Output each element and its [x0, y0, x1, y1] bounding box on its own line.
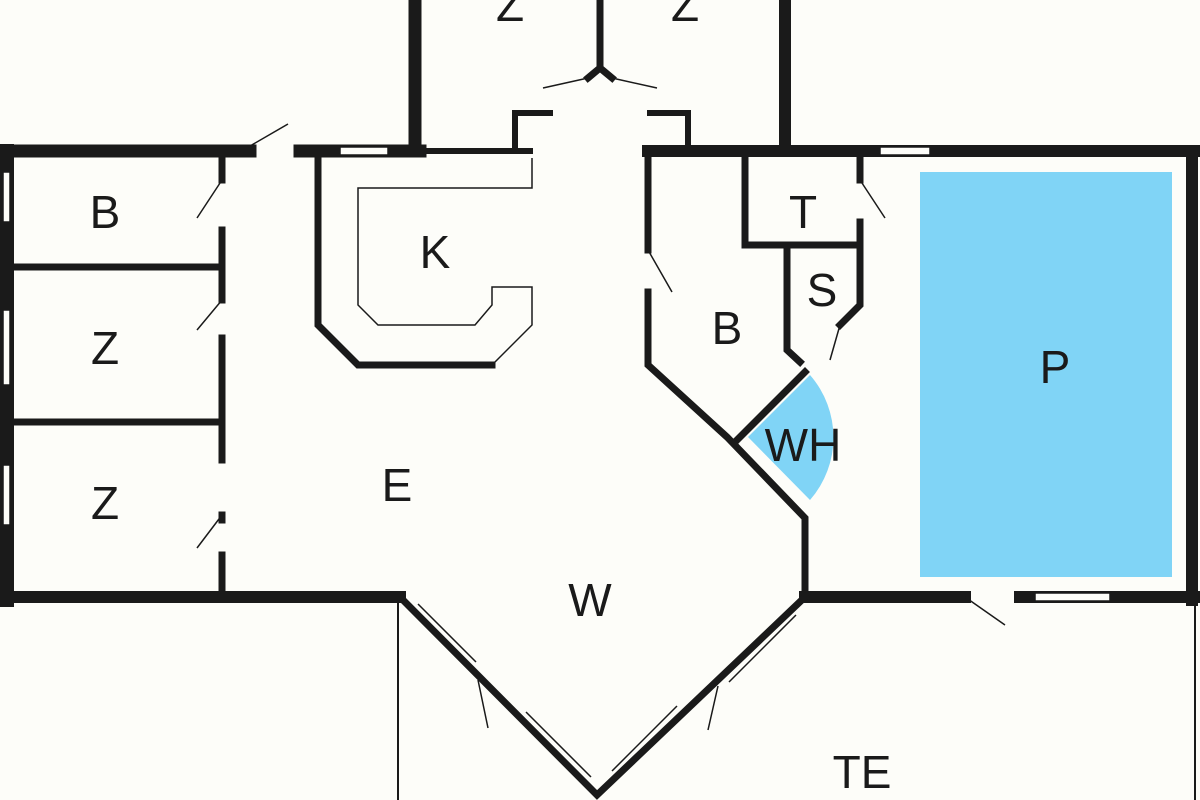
door-swings	[196, 77, 1006, 731]
room-label-z: Z	[90, 477, 120, 529]
room-label-z: Z	[670, 0, 700, 31]
room-label-z: Z	[90, 322, 120, 374]
room-label-b: B	[711, 302, 743, 354]
room-label-s: S	[806, 264, 838, 316]
counters	[357, 158, 533, 366]
room-label-p: P	[1039, 341, 1071, 393]
room-label-z: Z	[495, 0, 525, 31]
windows	[2, 146, 1111, 784]
room-label-t: T	[788, 186, 818, 238]
room-label-w: W	[568, 574, 612, 626]
room-label-e: E	[381, 459, 413, 511]
room-label-b: B	[89, 186, 121, 238]
whirlpool	[748, 375, 834, 500]
room-label-wh: WH	[764, 419, 842, 471]
pool	[920, 172, 1172, 577]
room-label-k: K	[419, 226, 451, 278]
room-label-te: TE	[832, 746, 892, 798]
